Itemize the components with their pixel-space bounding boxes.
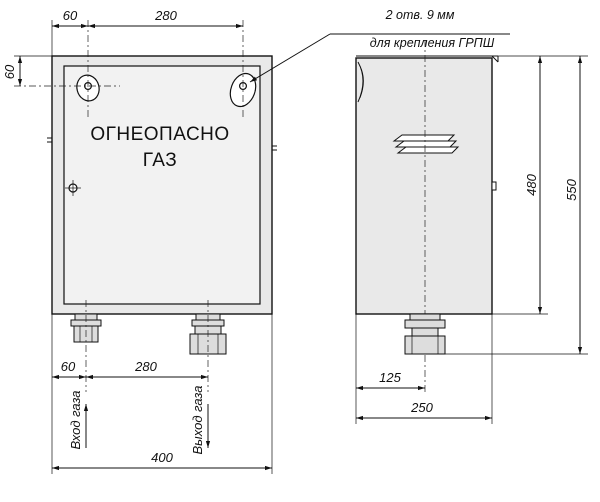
cabinet-door	[63, 65, 261, 305]
label-outlet: Выход газа	[190, 386, 205, 455]
side-louvre	[392, 134, 460, 154]
dim-total-width: 400	[151, 450, 173, 465]
side-hinge	[357, 61, 364, 103]
callout-line-1: 2 отв. 9 мм	[385, 8, 455, 22]
dim-bottom-left: 60	[61, 359, 76, 374]
left-hinge	[47, 137, 52, 143]
warning-line-1: ОГНЕОПАСНО	[90, 124, 229, 145]
side-tab	[491, 181, 497, 191]
dim-top-span: 280	[154, 8, 177, 23]
side-fitting	[404, 313, 446, 355]
dim-height-inner: 480	[524, 173, 539, 195]
door-lock	[65, 180, 81, 196]
side-cabinet	[355, 57, 493, 315]
dim-top-left: 60	[63, 8, 78, 23]
holes-callout: 2 отв. 9 мм для крепления ГРПШ	[249, 8, 510, 83]
mounting-hole-left	[76, 74, 100, 102]
dim-left-vertical: 60	[2, 64, 17, 79]
side-view: 480 550 125 250	[355, 40, 588, 424]
warning-line-2: ГАЗ	[143, 150, 177, 171]
dim-half-depth: 125	[379, 370, 401, 385]
callout-line-2: для крепления ГРПШ	[370, 36, 495, 50]
front-view: ОГНЕОПАСНО ГАЗ	[2, 8, 277, 474]
dim-depth: 250	[410, 400, 433, 415]
right-hinge	[272, 145, 277, 151]
dim-height-total: 550	[564, 178, 579, 200]
label-inlet: Вход газа	[68, 391, 83, 450]
dim-bottom-span: 280	[134, 359, 157, 374]
